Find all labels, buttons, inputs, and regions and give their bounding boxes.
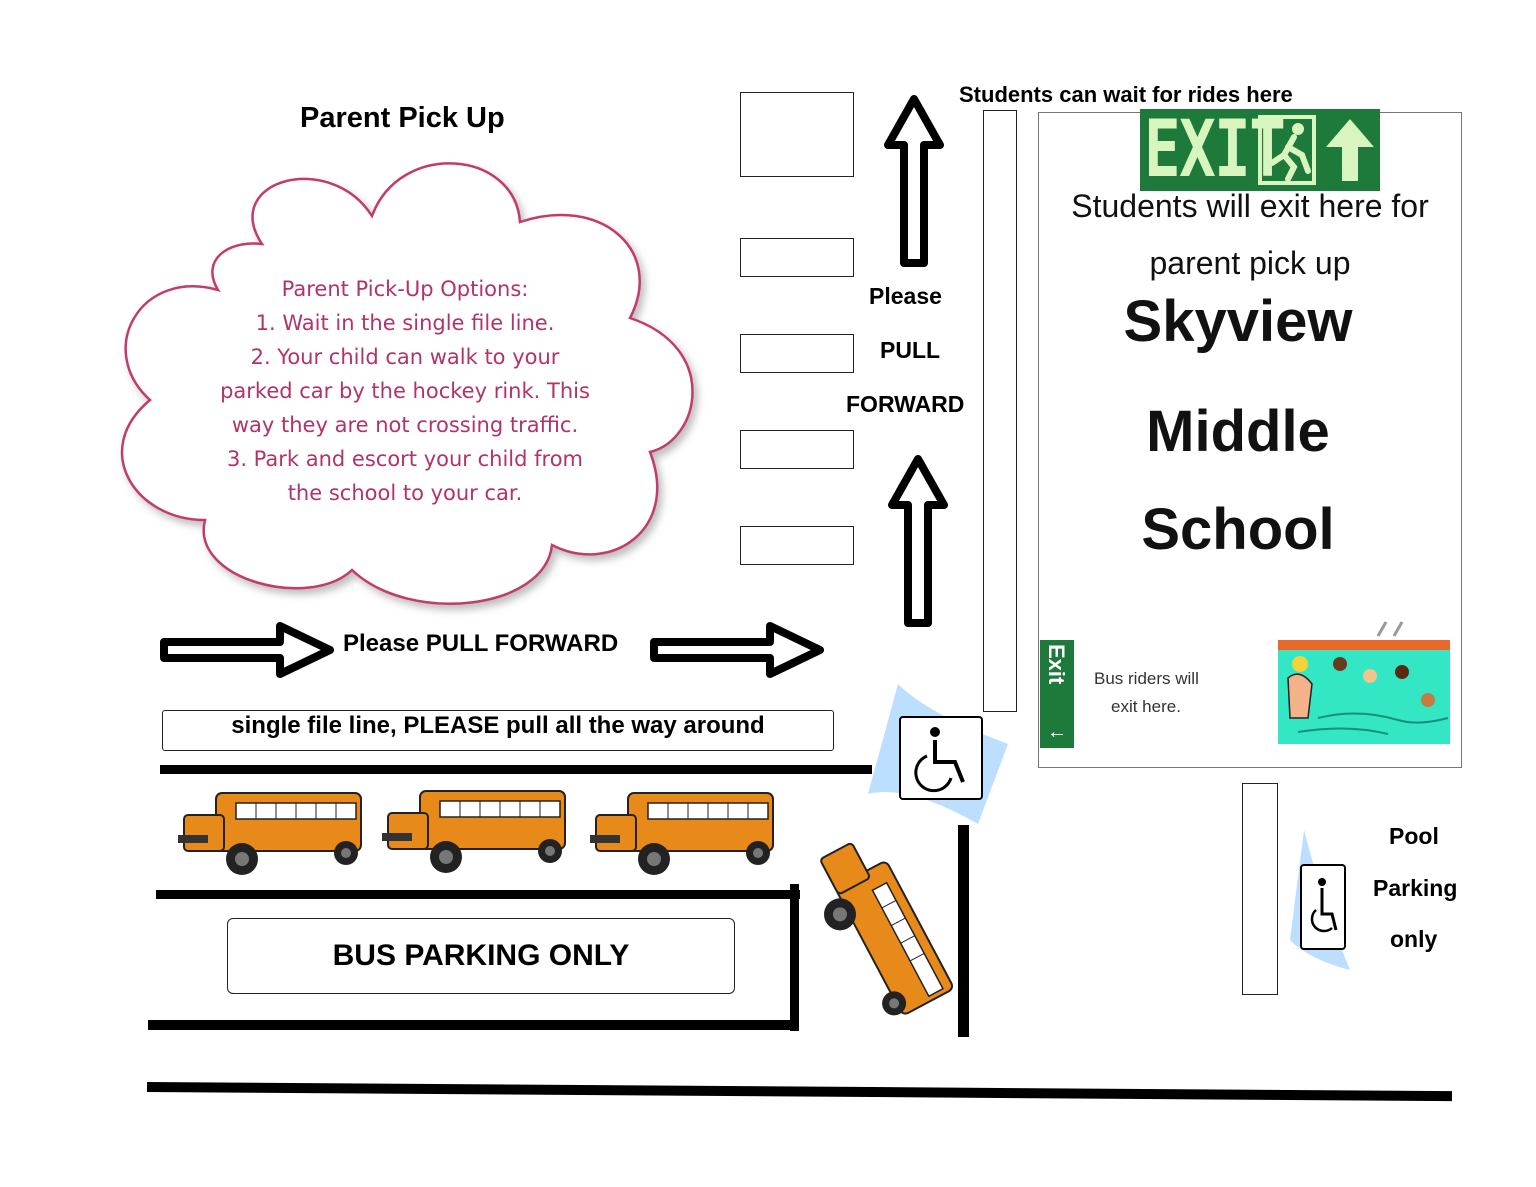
side-exit-text: Exit (1044, 644, 1069, 685)
arrow-up-icon (1326, 119, 1374, 181)
pickup-option-line: way they are not crossing traffic. (231, 413, 579, 437)
road-line (148, 1020, 798, 1030)
running-man-icon (1258, 115, 1316, 185)
road-line (958, 825, 969, 1037)
wait-label: Students can wait for rides here (959, 82, 1293, 107)
arrow-up-icon (888, 455, 948, 627)
bus-parking-text: BUS PARKING ONLY (332, 939, 630, 972)
single-file-text: single file line, PLEASE pull all the wa… (231, 712, 765, 739)
road-line (790, 884, 799, 1031)
arrow-left-icon: ← (1047, 721, 1067, 743)
pool-only-label: only (1390, 926, 1438, 952)
exit-sign: EXIT (1140, 105, 1380, 195)
pull-forward-forward: FORWARD (846, 391, 965, 417)
school-bus-icon (590, 792, 774, 875)
parking-stall (740, 526, 854, 565)
parking-stall (740, 430, 854, 469)
school-name-skyview: Skyview (1123, 289, 1353, 354)
exit-sign-text: EXIT (1144, 105, 1286, 195)
pickup-options-text: Parent Pick-Up Options: 1. Wait in the s… (190, 272, 620, 510)
arrow-up-icon (884, 95, 944, 267)
pickup-option-line: 2. Your child can walk to your (250, 345, 560, 369)
parking-stall (740, 238, 854, 277)
wheelchair-icon (1300, 864, 1346, 950)
parking-stall (740, 334, 854, 373)
school-bus-icon (178, 792, 362, 875)
pool-label: Pool (1389, 823, 1439, 849)
wheelchair-icon (899, 716, 983, 800)
single-file-lane: single file line, PLEASE pull all the wa… (162, 710, 834, 751)
pool-parking-label: Parking (1373, 875, 1458, 901)
school-bus-icon (382, 790, 566, 873)
bus-riders-line1: Bus riders will (1094, 669, 1199, 688)
pull-forward-horizontal: Please PULL FORWARD (343, 630, 619, 657)
pull-forward-pull: PULL (880, 337, 941, 363)
waiting-sidewalk (983, 110, 1017, 712)
map-title: Parent Pick Up (300, 102, 505, 134)
pool-parking-strip (1242, 783, 1278, 995)
school-bus-icon (820, 842, 954, 1016)
pickup-option-line: 3. Park and escort your child from (226, 447, 584, 471)
road-line (160, 765, 872, 774)
pickup-option-line: 1. Wait in the single file line. (255, 311, 555, 335)
swimming-pool-icon (1278, 621, 1450, 744)
side-exit-sign: Exit ← (1040, 640, 1074, 748)
school-name-school: School (1141, 497, 1335, 562)
pickup-option-line: parked car by the hockey rink. This (220, 379, 590, 403)
bus-riders-line2: exit here. (1111, 697, 1181, 716)
bus-parking-area: BUS PARKING ONLY (227, 918, 735, 994)
parking-stall (740, 92, 854, 177)
students-exit-line1: Students will exit here for (1071, 188, 1429, 224)
students-exit-line2: parent pick up (1149, 245, 1351, 281)
pull-forward-please: Please (869, 283, 942, 309)
pickup-options-heading: Parent Pick-Up Options: (281, 277, 529, 301)
arrow-right-icon (160, 622, 334, 678)
arrow-right-icon (650, 622, 824, 678)
road-line (156, 890, 800, 899)
pickup-option-line: the school to your car. (287, 481, 523, 505)
school-name-middle: Middle (1146, 399, 1330, 464)
